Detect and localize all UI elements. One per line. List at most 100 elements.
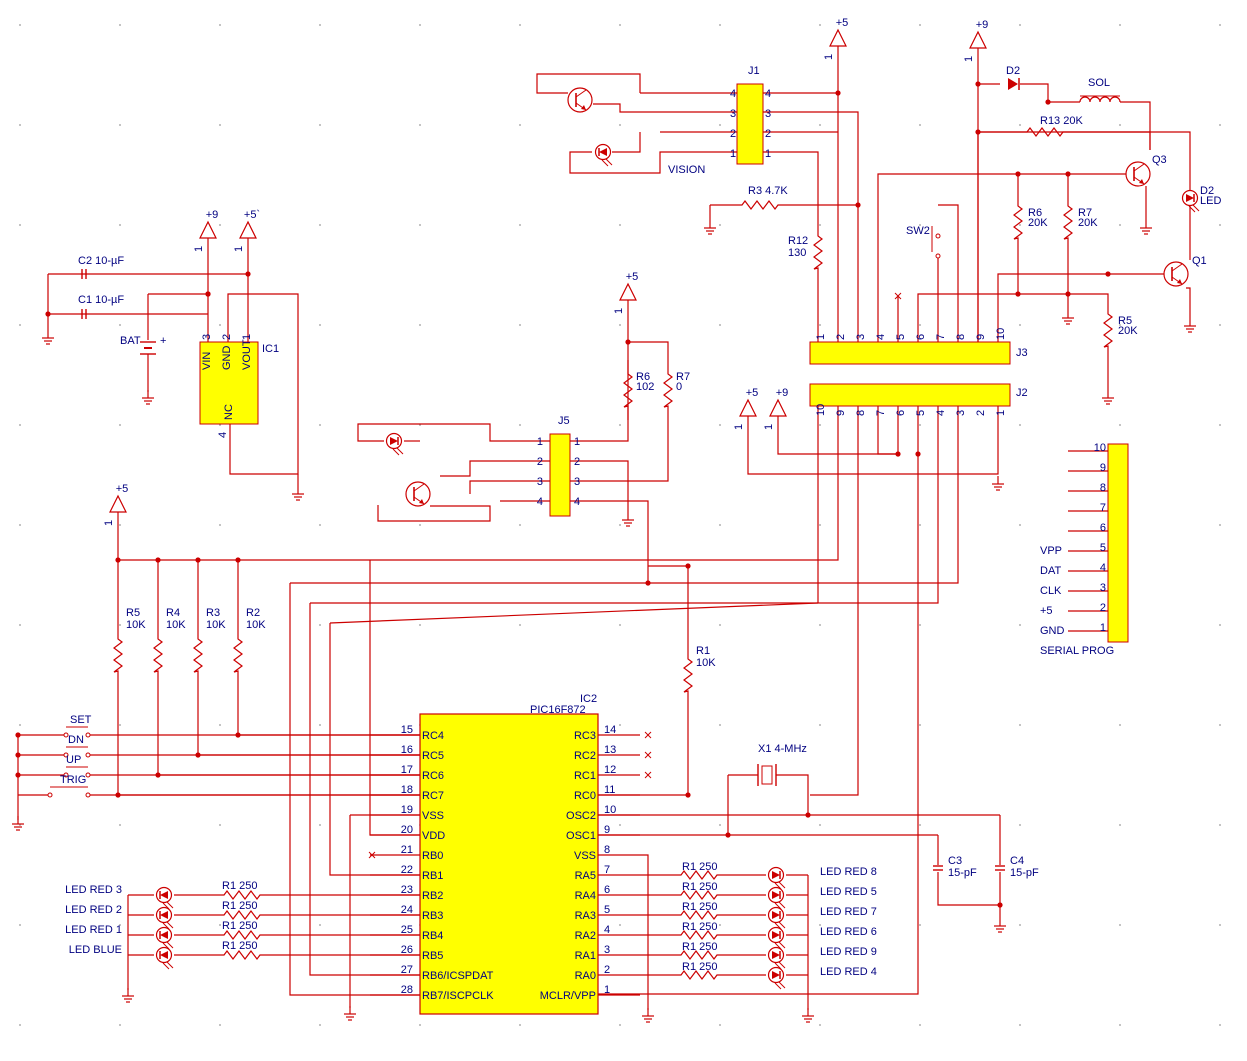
label: 10K <box>206 619 226 631</box>
resistor <box>813 232 823 272</box>
grid-dot <box>1219 824 1221 826</box>
transistor-icon <box>405 481 431 507</box>
grid-dot <box>219 124 221 126</box>
grid-dot <box>19 224 21 226</box>
grid-dot <box>519 624 521 626</box>
ground-icon <box>122 988 134 1003</box>
grid-dot <box>719 524 721 526</box>
grid-dot <box>219 424 221 426</box>
pin-name: RB0 <box>422 850 443 862</box>
grid-dot <box>119 124 121 126</box>
label: X1 4-MHz <box>758 743 807 755</box>
supply-pin: 1 <box>963 56 975 62</box>
label: 10K <box>166 619 186 631</box>
label: R5 <box>126 607 140 619</box>
pin-number: 5 <box>895 334 907 340</box>
pin-number: 4 <box>935 410 947 416</box>
pin-number: 3 <box>855 334 867 340</box>
grid-dot <box>19 724 21 726</box>
wire <box>1070 131 1191 190</box>
junction <box>245 271 251 277</box>
led-icon <box>385 432 404 456</box>
resistor <box>683 650 693 700</box>
grid-dot <box>1119 324 1121 326</box>
grid-dot <box>319 624 321 626</box>
led-icon <box>767 966 786 990</box>
junction <box>725 832 731 838</box>
grid-dot <box>1219 924 1221 926</box>
pin-label: GND <box>1040 625 1065 637</box>
supply-label: +5 <box>836 17 849 29</box>
pin-number: 4 <box>1100 562 1106 574</box>
grid-dot <box>519 524 521 526</box>
wire <box>593 103 737 113</box>
led-icon <box>594 143 613 167</box>
led-label: LED RED 9 <box>820 946 877 958</box>
supply-icon <box>199 220 217 254</box>
label: Q1 <box>1192 255 1207 267</box>
wire <box>440 460 550 477</box>
pin-number: 1 <box>241 334 253 340</box>
grid-dot <box>219 1024 221 1026</box>
switch-label: SET <box>70 714 92 726</box>
grid-dot <box>719 424 721 426</box>
pin-number: 6 <box>915 334 927 340</box>
pin-number: 8 <box>855 410 867 416</box>
junction <box>45 311 51 317</box>
grid-dot <box>119 1024 121 1026</box>
wire <box>917 293 1018 342</box>
crystal-icon <box>761 765 773 785</box>
pin-name: RA1 <box>575 950 596 962</box>
resistor <box>676 970 722 980</box>
pin-number: 8 <box>1100 482 1106 494</box>
grid-dot <box>1219 224 1221 226</box>
pin-name: OSC2 <box>566 810 596 822</box>
grid-dot <box>519 324 521 326</box>
resistor-label: R1 250 <box>682 921 717 933</box>
grid-dot <box>119 624 121 626</box>
pin-number: 3 <box>574 476 580 488</box>
led-icon <box>767 886 786 910</box>
wire <box>309 603 420 976</box>
grid-dot <box>319 924 321 926</box>
wire <box>197 680 420 756</box>
label: 15-pF <box>948 867 977 879</box>
grid-dot <box>19 1024 21 1026</box>
no-connect-mark <box>368 851 376 859</box>
label: SOL <box>1088 77 1110 89</box>
solenoid-icon <box>1079 96 1121 103</box>
wire <box>1020 83 1080 103</box>
j2-name: J2 <box>1016 387 1028 399</box>
grid-dot <box>919 424 921 426</box>
supply-label: +5 <box>116 483 129 495</box>
grid-dot <box>1119 424 1121 426</box>
pin-number: 1 <box>604 984 610 996</box>
pin-number: 4 <box>765 88 771 100</box>
pin-name: RC4 <box>422 730 444 742</box>
junction <box>115 557 121 563</box>
label: 10K <box>696 657 716 669</box>
label: VISION <box>668 164 705 176</box>
grid-dot <box>219 824 221 826</box>
capacitor-icon <box>933 865 943 871</box>
grid-dot <box>219 924 221 926</box>
grid-dot <box>719 124 721 126</box>
wire <box>997 273 1164 342</box>
wire <box>369 560 420 836</box>
grid-dot <box>1019 524 1021 526</box>
wire <box>377 505 491 522</box>
pin-number: 11 <box>604 784 615 796</box>
junction <box>1015 291 1021 297</box>
ground-icon <box>994 918 1006 933</box>
resistor <box>1013 194 1023 250</box>
junction <box>915 451 921 457</box>
grid-dot <box>619 224 621 226</box>
ic2-body <box>419 713 599 1015</box>
wire <box>763 111 859 342</box>
pin-number: 6 <box>895 410 907 416</box>
pin-number: 4 <box>217 432 229 438</box>
pin-number: 4 <box>730 88 736 100</box>
grid-dot <box>1019 624 1021 626</box>
wire <box>612 132 641 153</box>
pushbutton-switch <box>63 746 91 758</box>
